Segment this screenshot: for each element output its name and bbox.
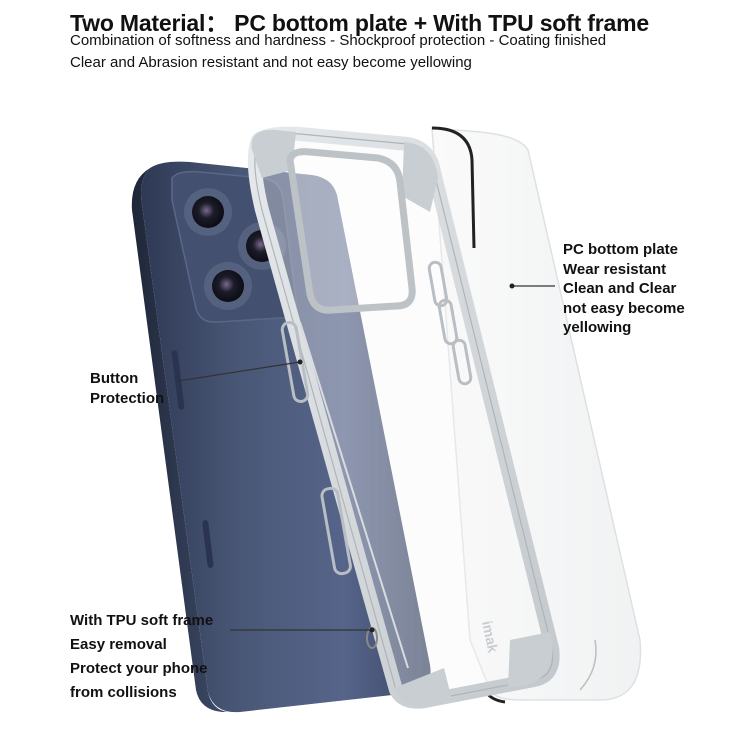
- callout-line: Clean and Clear: [563, 280, 677, 297]
- callout-line: yellowing: [563, 319, 632, 336]
- subtitle-line-1: Combination of softness and hardness - S…: [70, 32, 607, 49]
- callout-leaders: [177, 283, 555, 633]
- page-title: Two Material： PC bottom plate + With TPU…: [70, 10, 649, 36]
- callout-line: not easy become: [563, 299, 685, 317]
- callout-tpu-frame: With TPU soft frame Easy removal Protect…: [70, 609, 213, 705]
- pc-bottom-plate: [431, 126, 642, 704]
- callout-line: Protect your phone: [70, 660, 208, 677]
- callout-line: PC bottom plate: [563, 241, 678, 258]
- callout-button-protection: Button Protection: [90, 369, 164, 408]
- callout-line: Protection: [90, 389, 165, 407]
- callout-line: Easy removal: [70, 636, 167, 653]
- callout-line: from collisions: [70, 684, 177, 701]
- callout-pc-bottom-plate: PC bottom plate Wear resistant Clean and…: [563, 240, 685, 338]
- brand-mark: imak: [479, 619, 501, 654]
- subtitle-line-2: Clear and Abrasion resistant and not eas…: [70, 54, 472, 71]
- tpu-case-frame: imak: [247, 126, 560, 709]
- callout-line: Button: [90, 370, 139, 387]
- callout-line: With TPU soft frame: [70, 612, 214, 629]
- callout-line: Wear resistant: [563, 260, 667, 278]
